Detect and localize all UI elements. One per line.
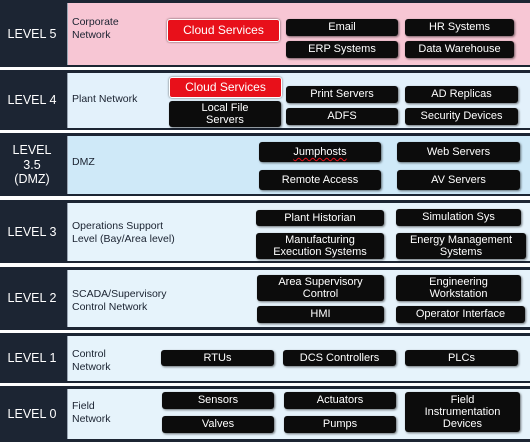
area-supervisory-control-node[interactable]: Area Supervisory Control (257, 275, 384, 301)
local-file-servers-node[interactable]: Local File Servers (169, 101, 281, 127)
remote-access-node[interactable]: Remote Access (259, 170, 381, 190)
adfs-node[interactable]: ADFS (286, 108, 398, 125)
engineering-workstation-node[interactable]: Engineering Workstation (396, 275, 521, 301)
dmz-description: DMZ (72, 156, 95, 168)
jumphosts-node[interactable]: Jumphosts (259, 142, 381, 162)
security-devices-node[interactable]: Security Devices (405, 108, 518, 125)
plant-historian-node[interactable]: Plant Historian (256, 210, 384, 226)
cloud-services-node[interactable]: Cloud Services (169, 77, 282, 98)
manufacturing-execution-systems-node[interactable]: Manufacturing Execution Systems (256, 233, 384, 259)
plcs-node[interactable]: PLCs (405, 350, 518, 366)
level-divider (0, 263, 530, 266)
level-2-row: LEVEL 2 SCADA/Supervisory Control Networ… (0, 267, 530, 330)
simulation-sys-node[interactable]: Simulation Sys (396, 209, 521, 226)
level-3-row: LEVEL 3 Operations Support Level (Bay/Ar… (0, 200, 530, 264)
level-4-label: LEVEL 4 (7, 93, 57, 108)
level-3-label: LEVEL 3 (7, 224, 57, 239)
sensors-node[interactable]: Sensors (162, 392, 274, 409)
operator-interface-node[interactable]: Operator Interface (396, 306, 525, 323)
cloud-services-node[interactable]: Cloud Services (167, 19, 280, 42)
level-1-description: Control Network (72, 348, 111, 374)
level-divider (0, 67, 530, 70)
level-0-label: LEVEL 0 (7, 406, 57, 421)
level-2-label: LEVEL 2 (7, 291, 57, 306)
actuators-node[interactable]: Actuators (284, 392, 396, 409)
erp-systems-node[interactable]: ERP Systems (286, 41, 398, 58)
energy-management-systems-node[interactable]: Energy Management Systems (396, 233, 526, 259)
rtus-node[interactable]: RTUs (161, 350, 274, 366)
level-3-description: Operations Support Level (Bay/Area level… (72, 220, 175, 246)
level-1-row: LEVEL 1 Control Network RTUs DCS Control… (0, 333, 530, 384)
print-servers-node[interactable]: Print Servers (286, 86, 398, 103)
level-5-description: Corporate Network (72, 16, 119, 42)
ad-replicas-node[interactable]: AD Replicas (405, 86, 518, 103)
level-5-row: LEVEL 5 Corporate Network Cloud Services… (0, 0, 530, 68)
level-0-row: LEVEL 0 Field Network Sensors Actuators … (0, 386, 530, 442)
level-4-description: Plant Network (72, 93, 138, 105)
level-divider (0, 196, 530, 199)
level-divider (0, 383, 530, 386)
level-5-label: LEVEL 5 (7, 26, 57, 41)
level-0-description: Field Network (72, 400, 111, 426)
hr-systems-node[interactable]: HR Systems (405, 19, 514, 36)
web-servers-node[interactable]: Web Servers (397, 142, 520, 162)
level-3-5-label: LEVEL 3.5 (DMZ) (12, 143, 52, 187)
field-instrumentation-devices-node[interactable]: Field Instrumentation Devices (405, 392, 520, 432)
level-divider (0, 130, 530, 133)
hmi-node[interactable]: HMI (257, 306, 384, 323)
level-1-label: LEVEL 1 (7, 351, 57, 366)
email-node[interactable]: Email (286, 19, 398, 36)
dcs-controllers-node[interactable]: DCS Controllers (283, 350, 396, 366)
level-4-row: LEVEL 4 Plant Network Cloud Services Loc… (0, 70, 530, 131)
level-3-5-row: LEVEL 3.5 (DMZ) DMZ Jumphosts Web Server… (0, 133, 530, 197)
pumps-node[interactable]: Pumps (284, 416, 396, 433)
data-warehouse-node[interactable]: Data Warehouse (405, 41, 514, 58)
level-divider (0, 330, 530, 333)
valves-node[interactable]: Valves (162, 416, 274, 433)
av-servers-node[interactable]: AV Servers (397, 170, 520, 190)
level-2-description: SCADA/Supervisory Control Network (72, 288, 167, 314)
